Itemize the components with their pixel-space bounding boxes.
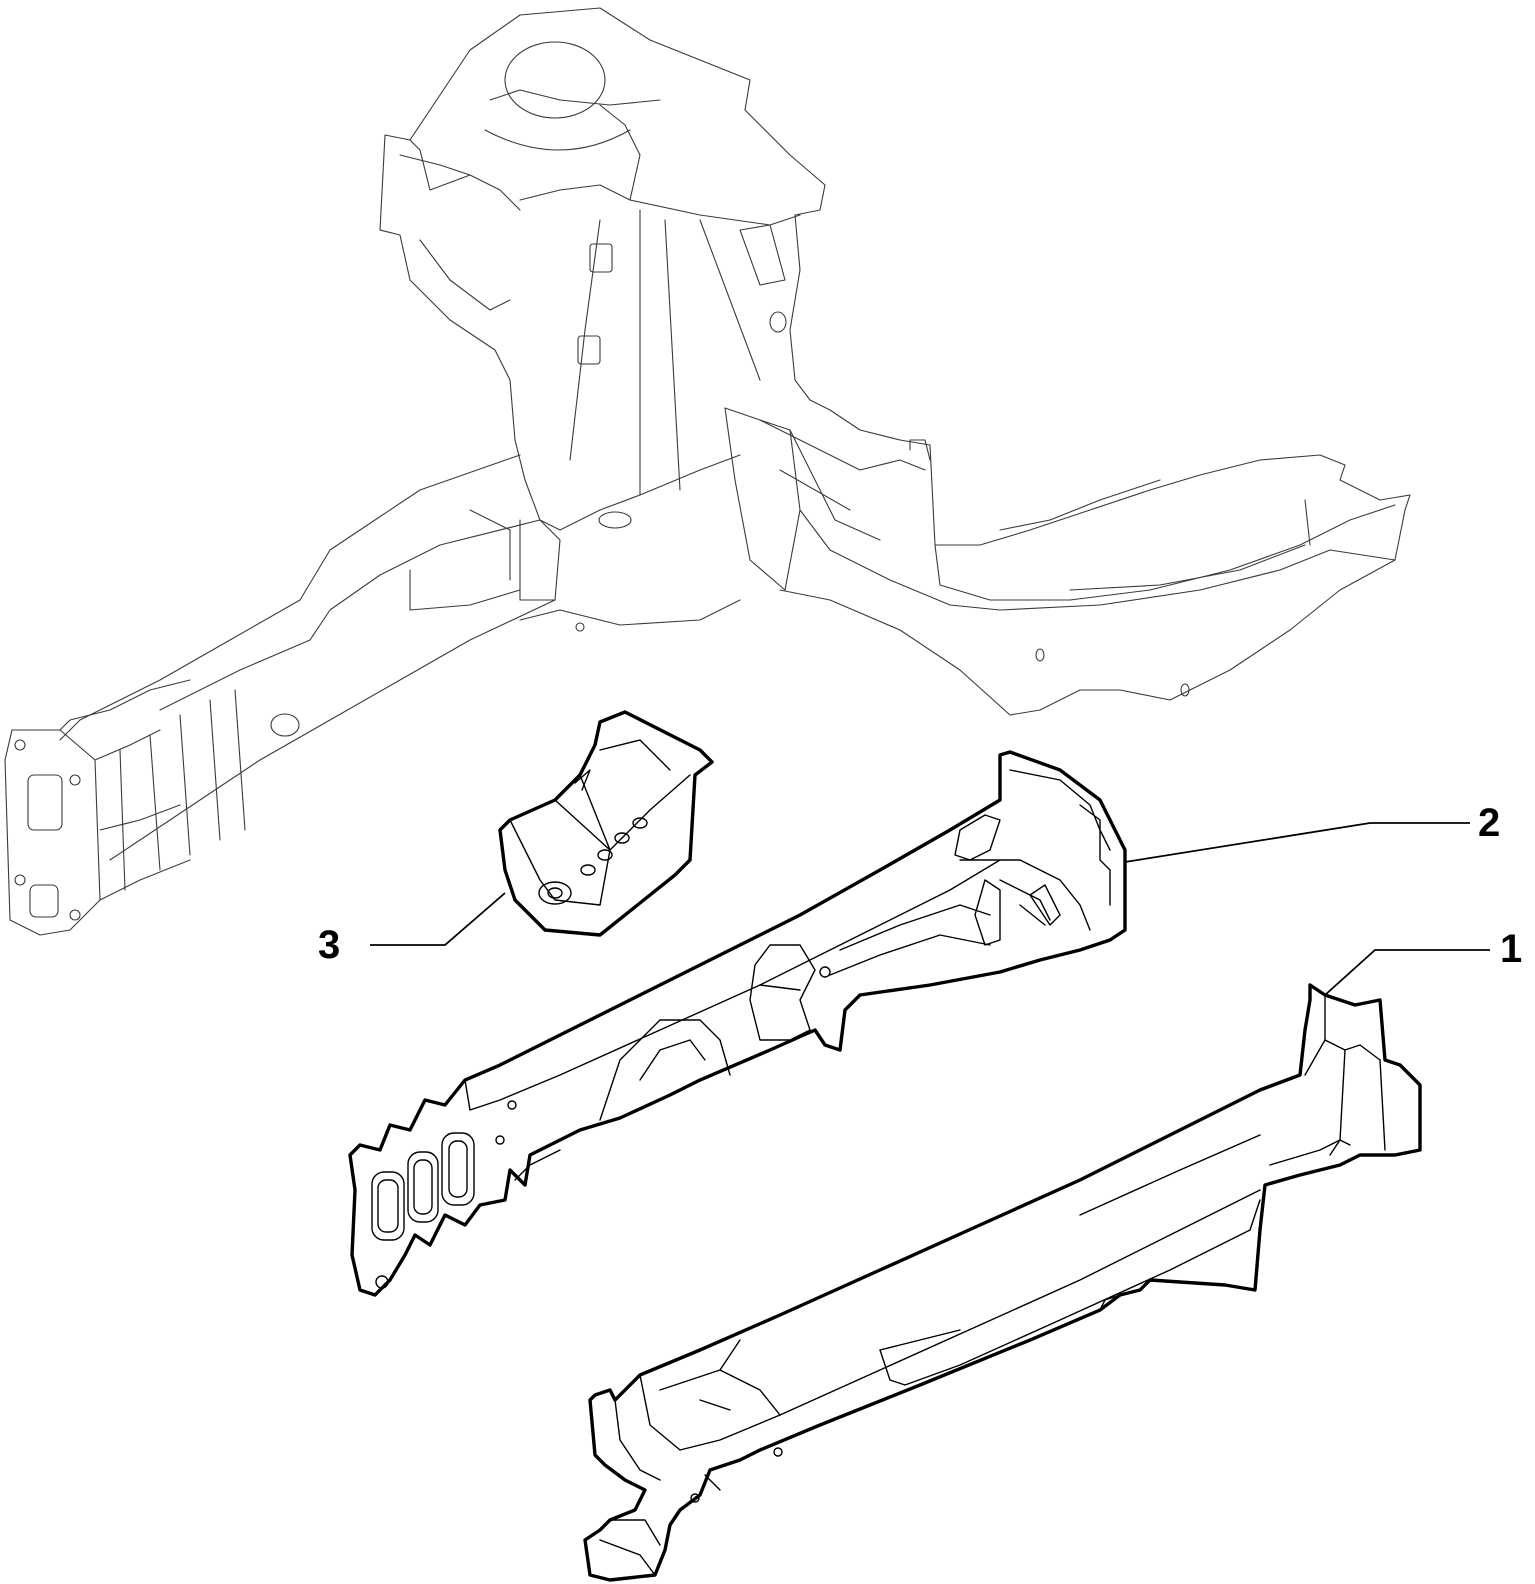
callout-label-1: 1 xyxy=(1500,927,1522,971)
part-3-bracket xyxy=(498,710,714,937)
callout-label-2: 2 xyxy=(1478,801,1500,845)
leader-line-3 xyxy=(370,892,506,946)
callout-labels: 1 2 3 xyxy=(318,801,1522,971)
callout-label-3: 3 xyxy=(318,923,340,967)
part-1-longitudinal-member xyxy=(583,983,1422,1582)
front-frame-assembly-outline xyxy=(4,7,1411,936)
leader-line-1 xyxy=(1324,949,1490,996)
leader-lines xyxy=(370,822,1490,996)
leader-line-2 xyxy=(1124,822,1470,863)
part-2-longitudinal-member xyxy=(348,750,1127,1297)
